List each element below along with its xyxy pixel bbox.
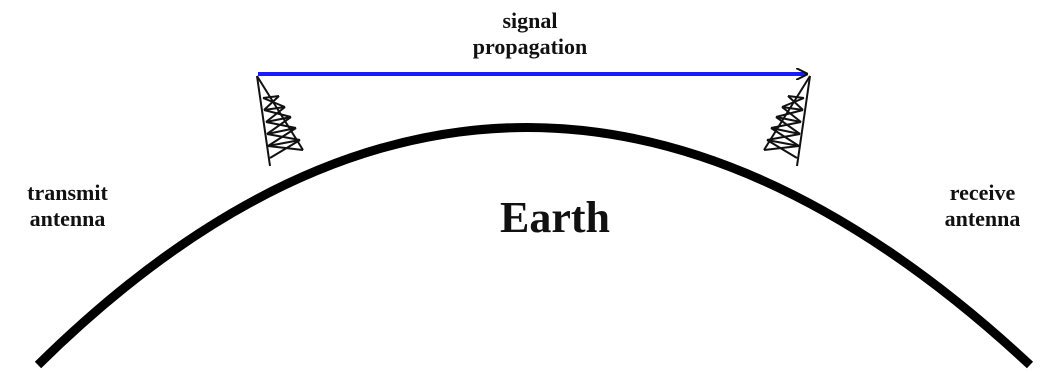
transmit-antenna-label: transmit antenna — [0, 180, 135, 233]
receive-tower-icon — [763, 75, 811, 167]
receive-antenna-label: receive antenna — [915, 180, 1045, 233]
signal-propagation-label: signal propagation — [440, 8, 620, 61]
transmit-label-line-1: transmit — [27, 180, 108, 205]
signal-label-line-1: signal — [502, 8, 558, 33]
transmit-label-line-2: antenna — [29, 206, 106, 232]
earth-surface-curve — [34, 123, 1034, 369]
receive-label-line-1: receive — [949, 180, 1016, 205]
transmit-tower-icon — [256, 75, 304, 167]
signal-label-line-2: propagation — [472, 34, 588, 60]
receive-label-line-2: antenna — [944, 206, 1021, 232]
earth-label: Earth — [500, 193, 610, 242]
